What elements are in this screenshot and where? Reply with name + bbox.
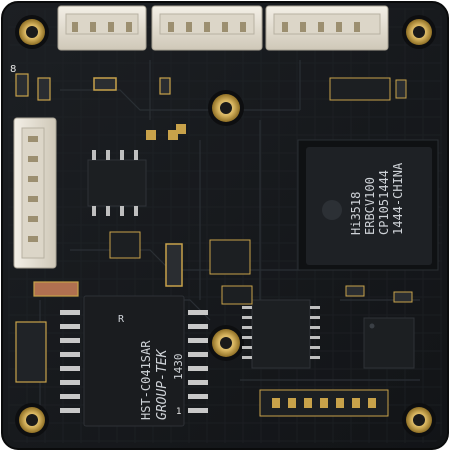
transformer-line-2: GROUP-TEK (155, 348, 170, 420)
passive-components (15, 73, 413, 383)
silk-bottom-mark: 1 (176, 407, 182, 417)
transformer-line-3: 1430 (172, 354, 185, 381)
memory-chip (242, 299, 320, 369)
transformer-pins (60, 310, 208, 413)
silk-corner-mark: 8 (10, 64, 16, 75)
left-connector (13, 117, 57, 269)
flash-chip (87, 150, 147, 216)
chip-line-1: Hi3518 (349, 192, 363, 235)
chip-line-4: 1444-CHINA (391, 162, 405, 235)
transformer-registered: R (118, 314, 125, 325)
network-transformer: HST-C041SAR GROUP-TEK 1430 R (83, 295, 185, 427)
transformer-line-1: HST-C041SAR (139, 340, 153, 420)
mounting-holes (15, 15, 436, 437)
phy-chip (363, 317, 415, 369)
bottom-header (259, 389, 389, 417)
chip-line-2: ERBCV100 (363, 177, 377, 235)
chip-line-3: CP1051444 (377, 170, 391, 235)
main-processor-chip: Hi3518 ERBCV100 CP1051444 1444-CHINA (297, 139, 439, 271)
top-connectors (57, 5, 389, 51)
